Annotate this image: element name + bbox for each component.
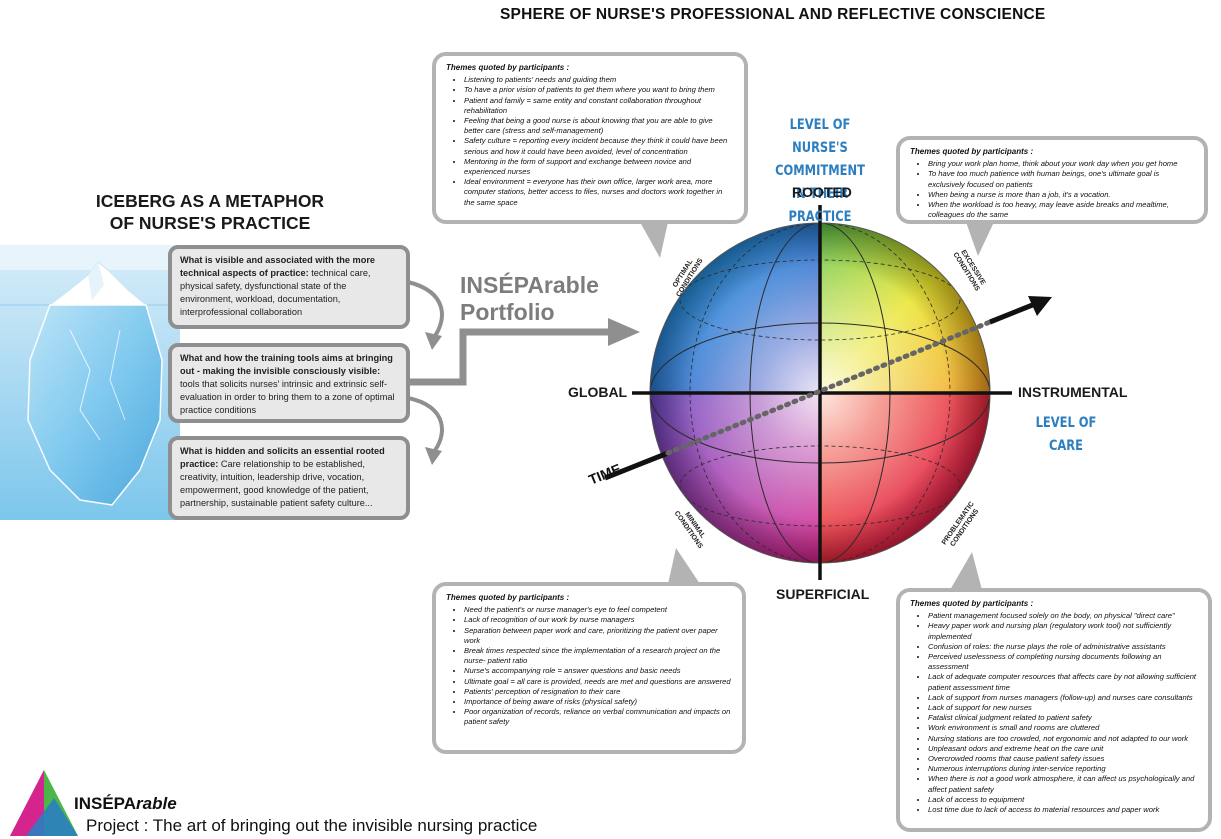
theme-item: Patients' perception of resignation to t… — [464, 687, 732, 697]
iceberg-box-hidden: What is hidden and solicits an essential… — [168, 436, 410, 520]
bubble-optimal-heading: Themes quoted by participants : — [446, 63, 570, 72]
bubble-minimal: Themes quoted by participants : Need the… — [432, 582, 746, 754]
theme-item: Work environment is small and rooms are … — [928, 723, 1198, 733]
theme-item: Patient management focused solely on the… — [928, 611, 1198, 621]
iceberg-box-training-heading: What and how the training tools aims at … — [180, 353, 393, 376]
theme-item: Importance of being aware of risks (phys… — [464, 697, 732, 707]
bubble-problematic-list: Patient management focused solely on the… — [910, 611, 1198, 815]
theme-item: Fatalist clinical judgment related to pa… — [928, 713, 1198, 723]
theme-item: Nurse's accompanying role = answer quest… — [464, 666, 732, 676]
theme-item: Lack of adequate computer resources that… — [928, 672, 1198, 692]
iceberg-box-training: What and how the training tools aims at … — [168, 343, 410, 423]
theme-item: Listening to patients' needs and guiding… — [464, 75, 734, 85]
iceberg-title-line1: ICEBERG AS A METAPHOR — [95, 191, 325, 211]
bubble-excessive-heading: Themes quoted by participants : — [910, 147, 1034, 156]
inseparable-logo-icon — [10, 770, 78, 836]
portfolio-label-line1: INSÉPArable — [460, 272, 599, 298]
theme-item: Need the patient's or nurse manager's ey… — [464, 605, 732, 615]
commitment-label-line2: COMMITMENT — [775, 163, 865, 179]
commitment-label-line3: IN THEIR PRACTICE — [788, 186, 852, 225]
theme-item: Ultimate goal = all care is provided, ne… — [464, 677, 732, 687]
logo-name-italic: rable — [136, 794, 177, 813]
theme-item: When there is not a good work atmosphere… — [928, 774, 1198, 794]
portfolio-label-line2: Portfolio — [460, 299, 555, 325]
theme-item: Lack of access to equipment — [928, 795, 1198, 805]
theme-item: Mentoring in the form of support and exc… — [464, 157, 734, 177]
theme-item: Lost time due to lack of access to mater… — [928, 805, 1198, 815]
theme-item: Bring your work plan home, think about y… — [928, 159, 1194, 169]
theme-item: Patient and family = same entity and con… — [464, 96, 734, 116]
theme-item: Safety culture = reporting every inciden… — [464, 136, 734, 156]
theme-item: Poor organization of records, reliance o… — [464, 707, 732, 727]
axis-label-superficial: SUPERFICIAL — [776, 586, 870, 602]
theme-item: Lack of recognition of our work by nurse… — [464, 615, 732, 625]
theme-item: Separation between paper work and care, … — [464, 626, 732, 646]
theme-item: To have a prior vision of patients to ge… — [464, 85, 734, 95]
theme-item: Overcrowded rooms that cause patient saf… — [928, 754, 1198, 764]
theme-item: Lack of support from nurses managers (fo… — [928, 693, 1198, 703]
theme-item: When the workload is too heavy, may leav… — [928, 200, 1194, 220]
bubble-optimal: Themes quoted by participants : Listenin… — [432, 52, 748, 224]
theme-item: Heavy paper work and nursing plan (regul… — [928, 621, 1198, 641]
theme-item: When being a nurse is more than a job, i… — [928, 190, 1194, 200]
theme-item: To have too much patience with human bei… — [928, 169, 1194, 189]
portfolio-label: INSÉPArable Portfolio — [460, 272, 599, 326]
commitment-label-line1: LEVEL OF NURSE'S — [789, 117, 851, 156]
theme-item: Numerous interruptions during inter-serv… — [928, 764, 1198, 774]
iceberg-box-hidden-text: Care relationship to be established, cre… — [180, 459, 373, 508]
sphere — [650, 223, 990, 563]
bubble-excessive: Themes quoted by participants : Bring yo… — [896, 136, 1208, 224]
axis-label-rooted: ROOTED — [792, 184, 852, 200]
theme-item: Ideal environment = everyone has their o… — [464, 177, 734, 208]
iceberg-box-visible-heading: What is visible and associated with the … — [180, 255, 376, 278]
theme-item: Confusion of roles: the nurse plays the … — [928, 642, 1198, 652]
theme-item: Lack of support for new nurses — [928, 703, 1198, 713]
logo-subtitle: Project : The art of bringing out the in… — [86, 816, 538, 835]
bubble-optimal-list: Listening to patients' needs and guiding… — [446, 75, 734, 208]
theme-item: Unpleasant odors and extreme heat on the… — [928, 744, 1198, 754]
theme-item: Break times respected since the implemen… — [464, 646, 732, 666]
iceberg-title: ICEBERG AS A METAPHOR OF NURSE'S PRACTIC… — [85, 190, 335, 234]
bubble-excessive-list: Bring your work plan home, think about y… — [910, 159, 1194, 220]
logo-name-plain: INSÉPA — [74, 794, 137, 813]
theme-item: Nursing stations are too crowded, not er… — [928, 734, 1198, 744]
theme-item: Feeling that being a good nurse is about… — [464, 116, 734, 136]
iceberg-title-line2: OF NURSE'S PRACTICE — [109, 213, 311, 233]
iceberg-illustration — [0, 245, 180, 520]
bubble-problematic-heading: Themes quoted by participants : — [910, 599, 1034, 608]
bubble-minimal-heading: Themes quoted by participants : — [446, 593, 570, 602]
iceberg-box-hidden-heading: What is hidden and solicits an essential… — [180, 446, 385, 469]
bubble-problematic: Themes quoted by participants : Patient … — [896, 588, 1212, 832]
bubble-minimal-list: Need the patient's or nurse manager's ey… — [446, 605, 732, 727]
iceberg-box-visible-text: technical care, physical safety, dysfunc… — [180, 268, 371, 317]
axis-label-instrumental: INSTRUMENTAL — [1018, 384, 1128, 400]
axis-label-global: GLOBAL — [568, 384, 628, 400]
theme-item: Perceived uselessness of completing nurs… — [928, 652, 1198, 672]
iceberg-box-visible: What is visible and associated with the … — [168, 245, 410, 329]
commitment-label: LEVEL OF NURSE'S COMMITMENT IN THEIR PRA… — [771, 114, 869, 229]
diagram-title: SPHERE OF NURSE'S PROFESSIONAL AND REFLE… — [500, 6, 1046, 23]
iceberg-box-training-text: tools that solicits nurses' intrinsic an… — [180, 379, 395, 415]
logo-name: INSÉPArable — [74, 794, 177, 814]
level-of-care-label: LEVEL OF CARE — [1035, 415, 1097, 454]
